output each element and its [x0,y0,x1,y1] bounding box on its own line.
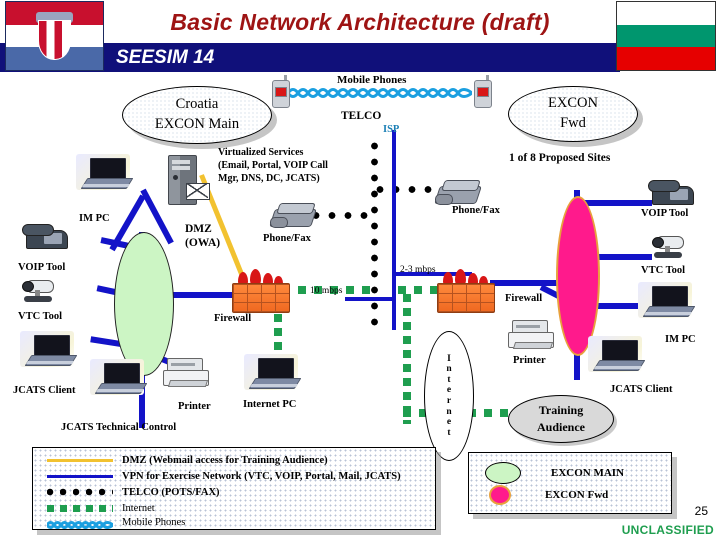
label-bandwidth-10mbps: 10 mbps [310,286,343,296]
training-audience-line2: Audience [537,420,585,434]
label-printer-right: Printer [513,355,546,366]
mobile-phones-label: Mobile Phones [337,74,407,86]
label-jcats-technical-control: JCATS Technical Control [61,422,177,433]
excon-fwd-line2: Fwd [560,115,586,131]
proposed-sites-label: 1 of 8 Proposed Sites [509,152,611,164]
label-phone-fax-right: Phone/Fax [452,205,500,216]
internet-link-right-vertical [403,294,411,424]
dmz-owa-label: DMZ (OWA) [185,222,220,250]
internet-letter: e [446,417,452,428]
dmz-line-swatch [47,454,113,466]
isp-backbone-line [392,130,396,330]
excon-fwd-node[interactable]: EXCON Fwd [508,86,638,142]
bulgaria-flag-icon [616,1,716,71]
mobile-phone-link [288,86,472,100]
dmz-label-line1: DMZ [185,223,212,235]
legend-row-mobile: Mobile Phones [45,516,186,529]
internet-letter: r [446,396,452,406]
internet-letter: e [446,385,452,396]
isp-branch-left [345,297,395,301]
label-internet-pc: Internet PC [243,399,297,410]
vpn-line-swatch [47,470,113,482]
vpn-right-to-vtc [576,254,652,260]
isp-branch-right [392,272,472,276]
label-phone-fax-left: Phone/Fax [263,233,311,244]
legend-label-internet: Internet [122,502,155,514]
mobile-wave-swatch [45,516,114,529]
legend-row-internet: Internet [47,502,155,514]
telco-horizontal-line-left [310,212,376,219]
internet-letter: n [446,406,452,417]
legend-row-vpn: VPN for Exercise Network (VTC, VOIP, Por… [47,470,401,482]
title-backdrop [104,0,616,43]
subtitle-backdrop [104,43,616,72]
excon-main-zone-ellipse [114,232,174,376]
page-title: Basic Network Architecture (draft) [170,9,550,35]
virtualized-services-line3: Mgr, DNS, DC, JCATS) [218,173,320,184]
legend-label-excon-fwd: EXCON Fwd [545,489,609,501]
internet-letter: t [447,427,451,438]
label-firewall-left: Firewall [214,313,252,324]
legend-label-dmz: DMZ (Webmail access for Training Audienc… [122,454,328,466]
legend-row-excon-main: EXCON MAIN [485,462,624,484]
label-bandwidth-23mbps: 2-3 mbps [400,265,436,275]
classification-marking: UNCLASSIFIED [621,523,714,537]
label-jcats-client-right: JCATS Client [610,384,673,395]
page-subtitle: SEESIM 14 [116,46,215,68]
label-voip-tool-right: VOIP Tool [641,208,689,219]
vpn-right-to-firewall [490,280,580,286]
legend-label-telco: TELCO (POTS/FAX) [122,486,220,498]
excon-fwd-swatch [489,485,511,505]
telco-horizontal-line-right [374,186,442,193]
training-audience-node[interactable]: Training Audience [508,395,614,443]
legend-links-panel: DMZ (Webmail access for Training Audienc… [32,447,436,530]
dmz-label-line2: (OWA) [185,237,221,249]
label-vtc-tool-right: VTC Tool [641,265,686,276]
internet-cloud-node[interactable]: I n t e r n e t [424,331,474,461]
training-audience-line1: Training [538,402,584,417]
legend-row-dmz: DMZ (Webmail access for Training Audienc… [47,454,328,466]
legend-sites-panel: EXCON MAIN EXCON Fwd [468,452,672,514]
slide-number: 25 [694,504,708,518]
excon-main-line2: EXCON Main [154,116,240,132]
internet-link-left-vertical [274,300,282,360]
internet-label-vertical: I n t e r n e t [425,332,473,460]
telco-vertical-line [371,140,378,328]
internet-link-to-training [468,409,514,417]
internet-link-10mbps [282,286,374,294]
isp-label: ISP [383,124,400,135]
legend-label-mobile: Mobile Phones [122,516,186,528]
legend-label-excon-main: EXCON MAIN [551,467,625,479]
label-firewall-right: Firewall [505,293,543,304]
croatia-flag-icon [5,1,104,71]
vpn-left-to-firewall [142,292,252,298]
legend-row-excon-fwd: EXCON Fwd [489,485,608,505]
label-im-pc-left: IM PC [79,213,110,224]
internet-squares-swatch [47,502,113,514]
excon-fwd-line1: EXCON [548,95,598,112]
telco-label: TELCO [341,110,382,122]
virtualized-services-line1: Virtualized Services [218,147,304,158]
excon-main-swatch [485,462,521,484]
label-jcats-client-left: JCATS Client [13,385,76,396]
telco-dots-swatch [47,486,113,498]
virtualized-services-line2: (Email, Portal, VOIP Call [218,160,328,171]
internet-letter: n [446,364,452,375]
excon-main-line1: Croatia [175,96,219,113]
legend-label-vpn: VPN for Exercise Network (VTC, VOIP, Por… [122,470,401,482]
excon-main-node[interactable]: Croatia EXCON Main [122,86,272,144]
vpn-right-to-voip [576,200,652,206]
label-vtc-tool-left: VTC Tool [18,311,63,322]
internet-letter: I [447,353,451,364]
internet-letter: t [447,374,451,385]
label-printer-left: Printer [178,401,211,412]
virtualized-services-label: Virtualized Services (Email, Portal, VOI… [218,146,328,185]
label-im-pc-right: IM PC [665,334,696,345]
vpn-right-to-impc [576,303,642,309]
legend-row-telco: TELCO (POTS/FAX) [47,486,220,498]
label-voip-tool-left: VOIP Tool [18,262,66,273]
internet-link-to-internet-cloud [403,409,433,417]
excon-fwd-zone-ellipse [556,196,600,356]
